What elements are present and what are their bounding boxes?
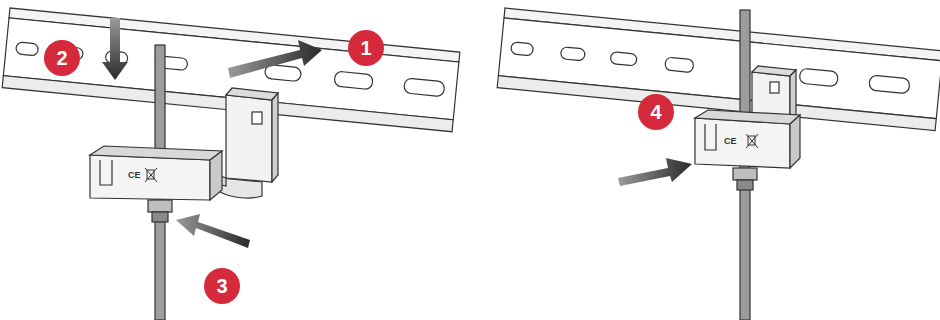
move-arrow: [176, 214, 250, 248]
current-sensor: [90, 146, 222, 222]
callout-number: 1: [348, 30, 384, 66]
ce-mark: CE: [128, 170, 141, 180]
move-arrow: [228, 40, 322, 78]
ce-mark: CE: [724, 136, 737, 146]
move-arrow: [102, 18, 128, 80]
callout-number: 2: [44, 40, 80, 76]
callout-number: 4: [638, 94, 674, 130]
din-rail: [497, 8, 940, 131]
move-arrow: [618, 158, 692, 186]
current-sensor: [695, 110, 800, 190]
callout-number: 3: [204, 268, 240, 304]
waste-bin-symbol: [145, 168, 157, 182]
waste-bin-symbol: [746, 134, 758, 148]
